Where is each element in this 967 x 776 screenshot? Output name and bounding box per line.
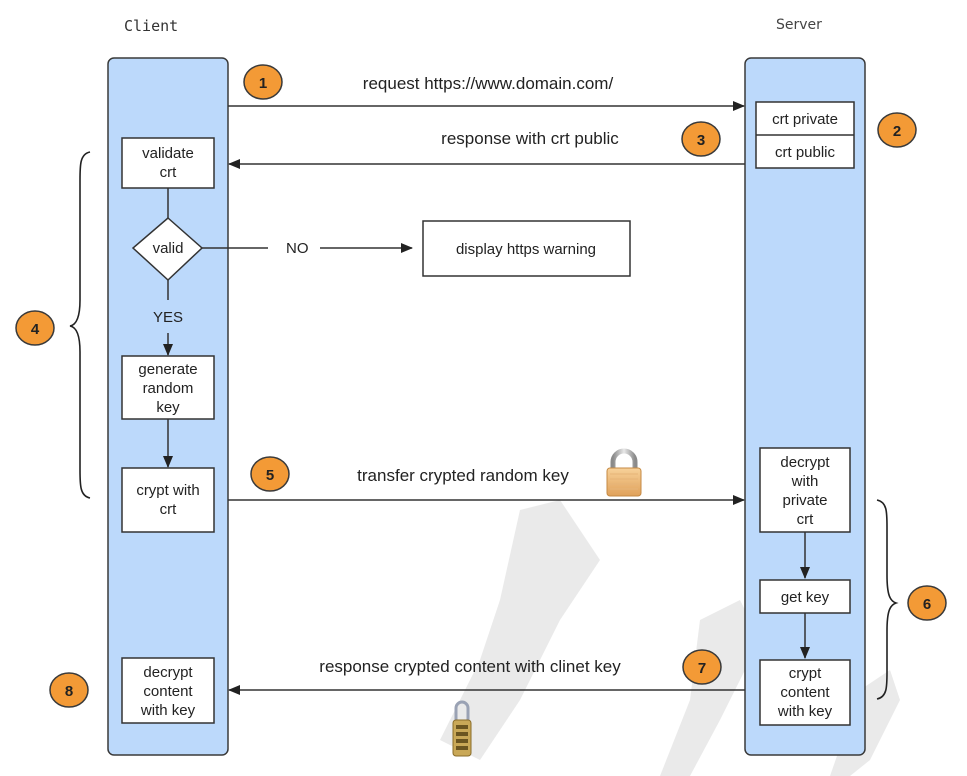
svg-text:8: 8: [65, 683, 73, 700]
svg-text:crt: crt: [160, 501, 177, 518]
svg-text:4: 4: [31, 321, 40, 338]
step-badge-4: 4: [15, 310, 55, 346]
svg-text:generate: generate: [138, 361, 197, 378]
crt-private-cell: crt private: [772, 111, 838, 128]
step-badge-8: 8: [49, 672, 89, 708]
svg-text:2: 2: [893, 123, 901, 140]
step-4-brace: [69, 151, 91, 499]
svg-text:valid: valid: [153, 240, 184, 257]
svg-text:crt: crt: [160, 164, 177, 181]
svg-text:key: key: [156, 399, 180, 416]
validate-crt-box: validate crt: [121, 137, 215, 189]
decrypt-with-private-crt-box: decrypt with private crt: [759, 447, 851, 533]
svg-text:crypt with: crypt with: [136, 482, 199, 499]
valid-decision: valid: [131, 217, 204, 282]
svg-text:crt: crt: [797, 511, 814, 528]
crypt-with-crt-box: crypt with crt: [121, 467, 215, 533]
svg-text:private: private: [782, 492, 827, 509]
step-badge-5: 5: [250, 456, 290, 492]
combination-lock-icon: [452, 700, 472, 757]
response-public-message: response with crt public: [441, 129, 619, 148]
svg-text:crypt: crypt: [789, 665, 822, 682]
server-header: Server: [776, 17, 822, 33]
response-content-message: response crypted content with clinet key: [319, 657, 621, 676]
svg-text:with key: with key: [140, 702, 196, 719]
client-header: Client: [124, 17, 178, 35]
yes-label: YES: [153, 309, 183, 326]
get-key-box: get key: [759, 579, 851, 614]
svg-text:5: 5: [266, 467, 274, 484]
svg-text:1: 1: [259, 75, 267, 92]
svg-text:decrypt: decrypt: [780, 454, 830, 471]
display-https-warning-box: display https warning: [422, 220, 631, 277]
crypt-content-with-key-box: crypt content with key: [759, 659, 851, 726]
svg-text:display https warning: display https warning: [456, 241, 596, 258]
svg-text:random: random: [143, 380, 194, 397]
svg-text:3: 3: [697, 132, 705, 149]
padlock-icon: [606, 448, 642, 497]
generate-random-key-box: generate random key: [121, 355, 215, 420]
step-badge-6: 6: [907, 585, 947, 621]
svg-text:6: 6: [923, 596, 931, 613]
svg-text:validate: validate: [142, 145, 194, 162]
svg-text:with: with: [791, 473, 819, 490]
svg-text:7: 7: [698, 660, 706, 677]
svg-text:with key: with key: [777, 703, 833, 720]
step-badge-3: 3: [681, 121, 721, 157]
svg-text:content: content: [143, 683, 193, 700]
svg-text:content: content: [780, 684, 830, 701]
step-badge-7: 7: [682, 649, 722, 685]
step-badge-2: 2: [877, 112, 917, 148]
decrypt-content-with-key-box: decrypt content with key: [121, 657, 215, 724]
crt-keys-box: crt private crt public: [755, 101, 855, 169]
crt-public-cell: crt public: [775, 144, 836, 161]
step-badge-1: 1: [243, 64, 283, 100]
svg-text:get key: get key: [781, 589, 830, 606]
svg-text:decrypt: decrypt: [143, 664, 193, 681]
no-label: NO: [286, 240, 309, 257]
request-message: request https://www.domain.com/: [363, 74, 614, 93]
step-6-brace: [876, 499, 899, 700]
transfer-key-message: transfer crypted random key: [357, 466, 569, 485]
